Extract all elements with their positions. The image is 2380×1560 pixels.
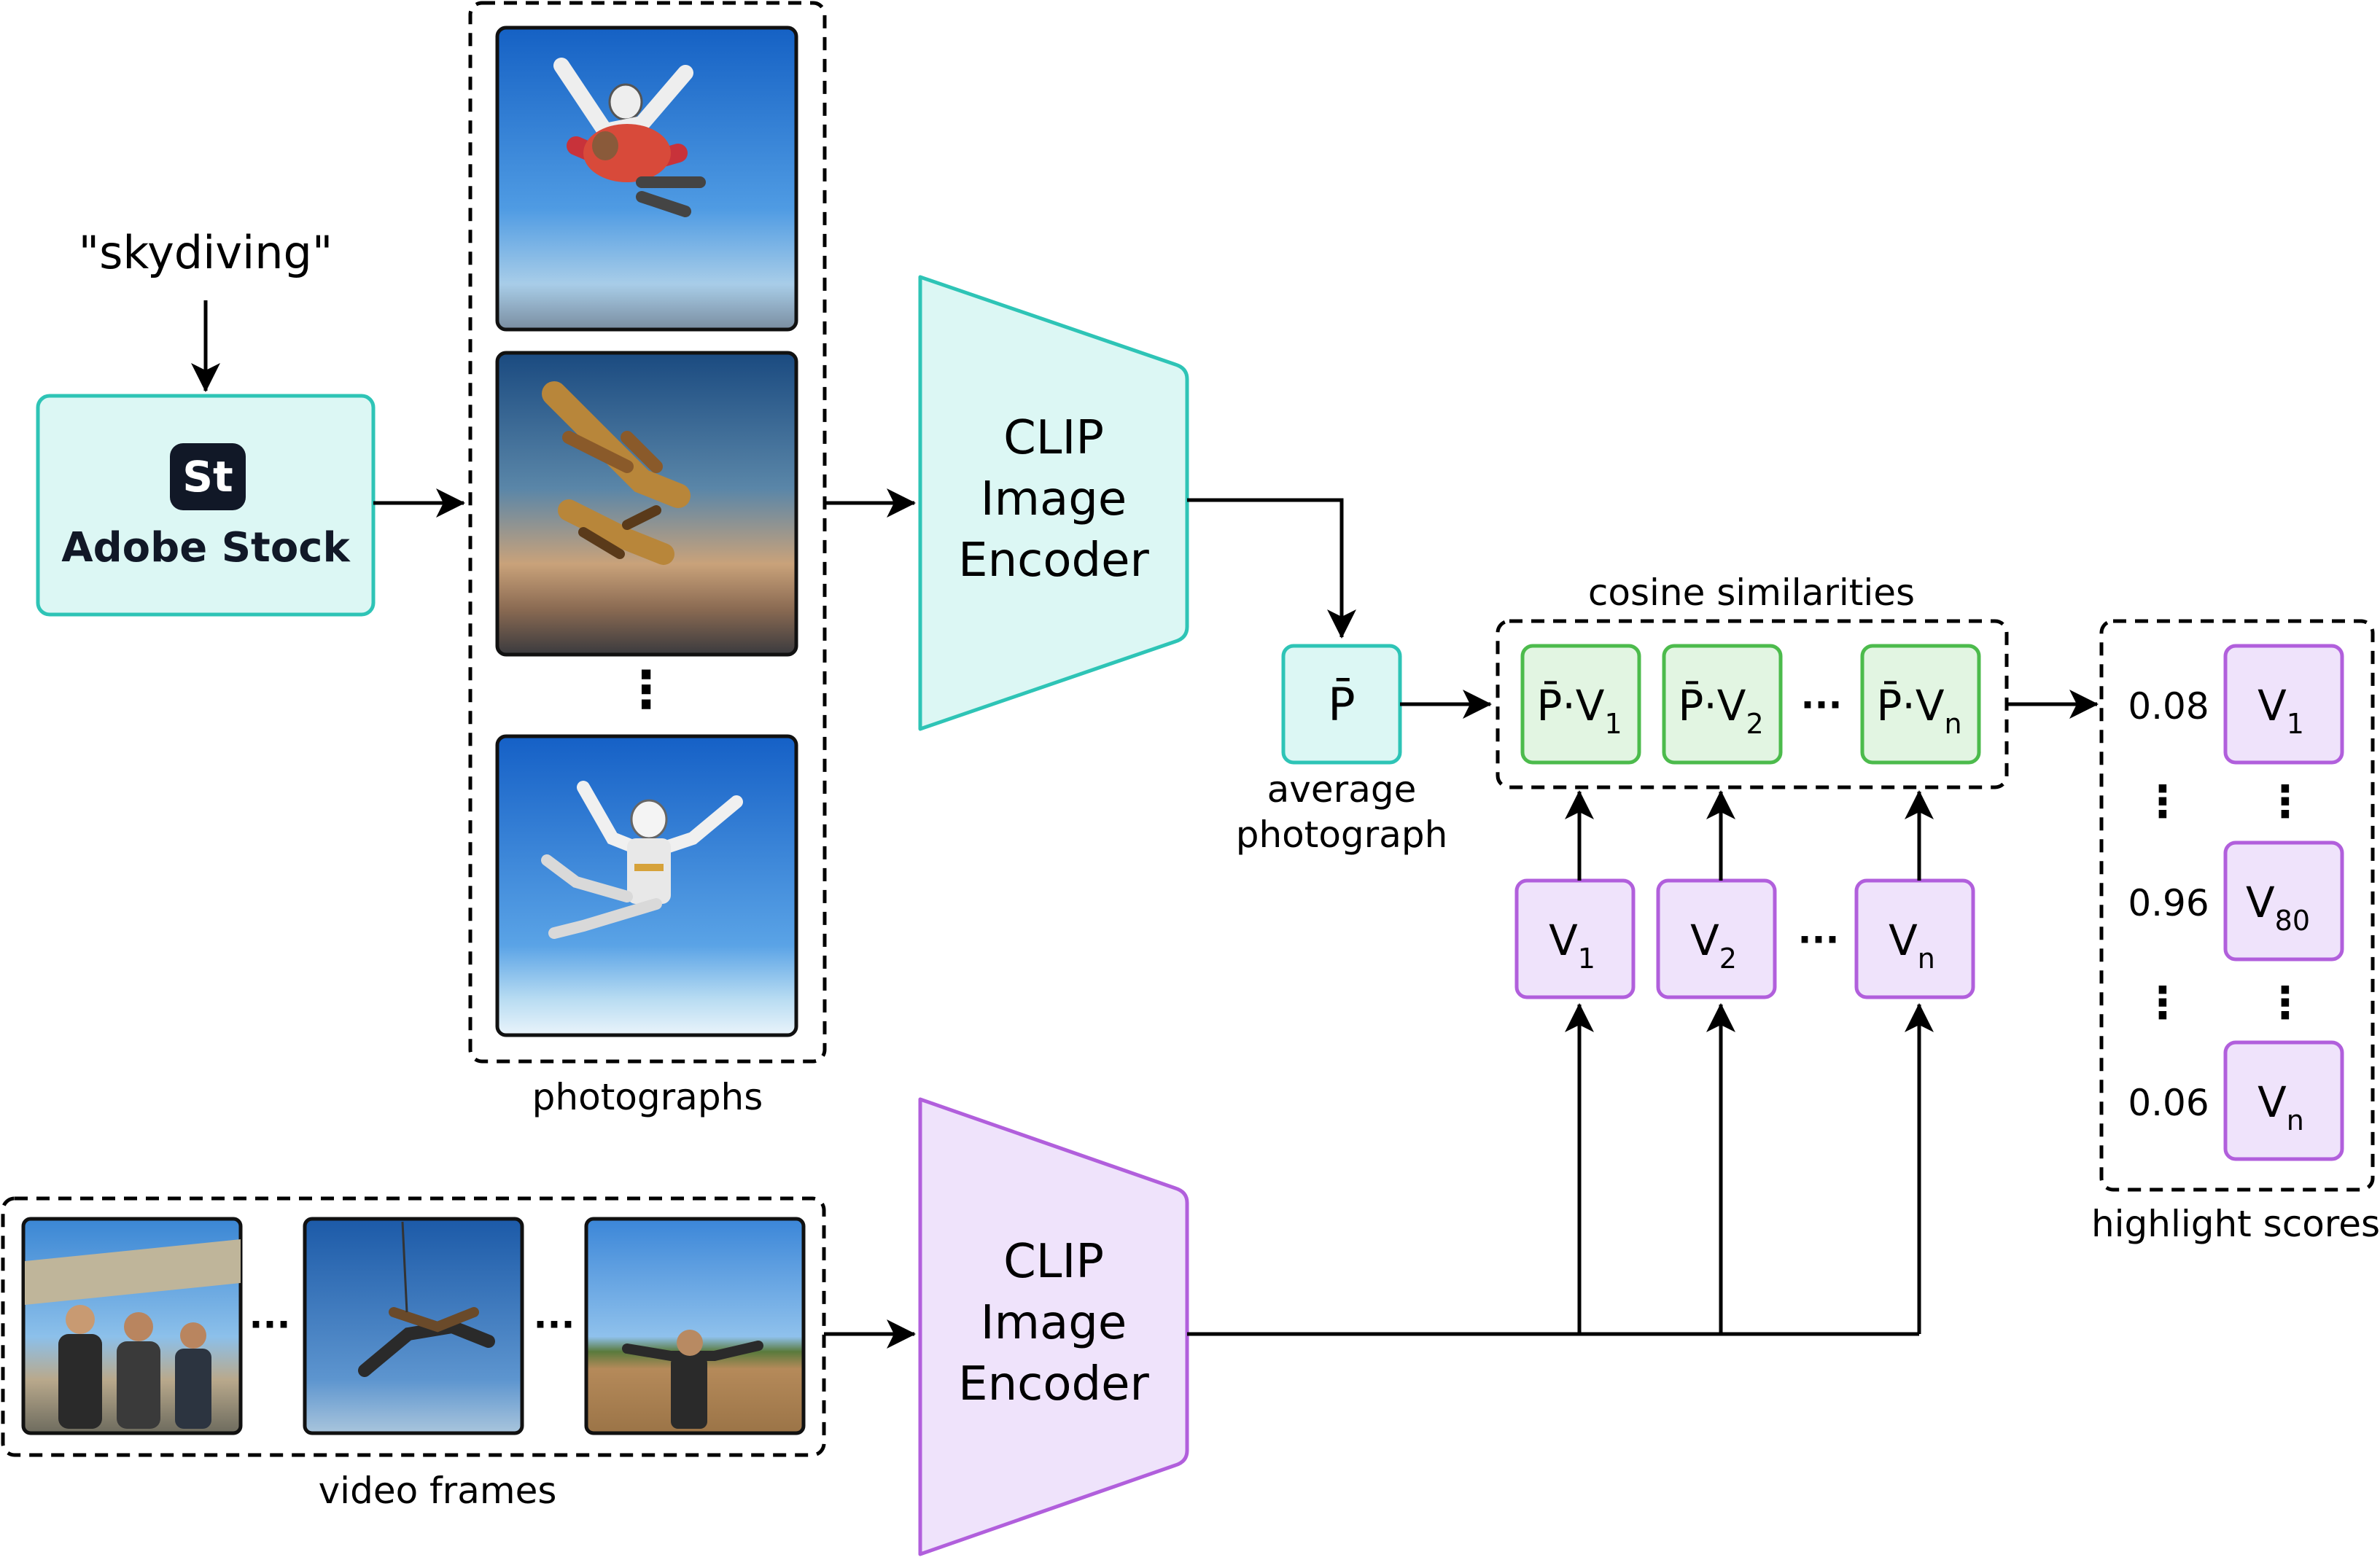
avg-photo-box: P̄: [1281, 644, 1402, 765]
v-ellipsis: ···: [1798, 919, 1840, 961]
cosine-cell-n-main: P̄·V: [1876, 679, 1944, 730]
clip-encoder-bottom-line2: Image: [981, 1296, 1127, 1350]
frames-ellipsis-2: ···: [534, 1303, 575, 1346]
cosine-cell-n: P̄·Vn: [1860, 644, 1981, 765]
score-80: 0.96: [2128, 882, 2209, 924]
highlight-v-80-main: V: [2246, 878, 2275, 927]
svg-text:V2: V2: [1690, 916, 1737, 975]
v-box-1-main: V: [1549, 916, 1578, 965]
clip-encoder-top-line3: Encoder: [958, 534, 1149, 588]
video-frames-label: video frames: [319, 1470, 557, 1512]
photo-tandem-skydivers: [495, 26, 798, 332]
highlight-v-n-sub: n: [2287, 1104, 2304, 1136]
avg-photo-label-line2: photograph: [1236, 814, 1448, 856]
v-box-2-main: V: [1690, 916, 1719, 965]
adobe-stock-box: St Adobe Stock: [36, 394, 376, 617]
v-box-1: V1: [1514, 878, 1636, 999]
v-ellipsis-1: ⋮: [2263, 776, 2307, 827]
v-box-1-sub: 1: [1578, 943, 1595, 975]
adobe-stock-logo-icon: [170, 443, 246, 510]
highlight-v-1: V1: [2223, 644, 2344, 765]
encoder-to-avg-arrow: [1187, 498, 1356, 639]
svg-text:P̄·Vn: P̄·Vn: [1876, 679, 1961, 740]
cosine-cell-2-main: P̄·V: [1678, 679, 1746, 730]
highlight-v-1-sub: 1: [2287, 708, 2304, 740]
v-box-n: Vn: [1854, 878, 1975, 999]
score-ellipsis-2: ⋮: [2141, 978, 2185, 1029]
cosine-cell-1: P̄·V1: [1520, 644, 1641, 765]
photographs-group: [468, 1, 827, 1064]
avg-photo-label-line1: average: [1267, 768, 1417, 811]
score-ellipsis-1: ⋮: [2141, 776, 2185, 827]
cosine-cell-1-sub: 1: [1604, 708, 1622, 740]
cosine-label: cosine similarities: [1588, 572, 1915, 614]
score-1: 0.08: [2128, 685, 2209, 728]
highlight-v-1-main: V: [2258, 681, 2287, 730]
clip-encoder-bottom-line3: Encoder: [958, 1357, 1149, 1411]
cosine-cell-n-sub: n: [1945, 708, 1962, 740]
cosine-cell-1-main: P̄·V: [1536, 679, 1604, 730]
query-text: "skydiving": [79, 226, 333, 279]
photo-solo-skydiver: [495, 734, 798, 1037]
highlight-scores-group: [2099, 619, 2375, 1192]
photographs-label: photographs: [532, 1076, 763, 1118]
cosine-cell-2-sub: 2: [1746, 708, 1763, 740]
video-frame-landed: [584, 1217, 806, 1435]
photo-formation-skydivers: [495, 351, 798, 657]
svg-text:Vn: Vn: [2258, 1077, 2304, 1136]
svg-text:P̄·V2: P̄·V2: [1678, 679, 1763, 740]
svg-text:Vn: Vn: [1889, 916, 1935, 975]
svg-text:V80: V80: [2246, 878, 2310, 937]
frames-ellipsis-1: ···: [249, 1303, 291, 1346]
v-box-2-sub: 2: [1719, 943, 1737, 975]
highlight-v-n-main: V: [2258, 1077, 2287, 1127]
clip-encoder-bottom: CLIP Image Encoder: [918, 1097, 1189, 1556]
avg-photo-symbol: P̄: [1328, 678, 1355, 731]
adobe-stock-name: Adobe Stock: [61, 524, 351, 572]
svg-text:P̄·V1: P̄·V1: [1536, 679, 1622, 740]
cosine-ellipsis: ···: [1801, 684, 1843, 726]
v-box-2: V2: [1656, 878, 1777, 999]
highlight-v-80: V80: [2223, 841, 2344, 962]
highlight-scores-label: highlight scores: [2091, 1203, 2380, 1245]
v-box-n-sub: n: [1918, 943, 1935, 975]
svg-text:V1: V1: [2258, 681, 2304, 740]
video-frame-freefall: [303, 1217, 524, 1435]
video-frame-ground: [21, 1217, 243, 1435]
clip-encoder-top-line2: Image: [981, 472, 1127, 526]
clip-encoder-top-line1: CLIP: [1003, 411, 1104, 465]
v-ellipsis-2: ⋮: [2263, 978, 2307, 1029]
v-box-n-main: V: [1889, 916, 1918, 965]
clip-encoder-bottom-line1: CLIP: [1003, 1235, 1104, 1289]
svg-text:V1: V1: [1549, 916, 1595, 975]
highlight-v-80-sub: 80: [2275, 905, 2310, 937]
photo-ellipsis: ⋮: [621, 660, 672, 719]
video-frames-group: [1, 1196, 826, 1457]
highlight-v-n: Vn: [2223, 1040, 2344, 1161]
cosine-cell-2: P̄·V2: [1662, 644, 1783, 765]
clip-encoder-top: CLIP Image Encoder: [918, 275, 1189, 731]
score-n: 0.06: [2128, 1082, 2209, 1124]
adobe-stock-logo-text: St: [182, 452, 233, 502]
